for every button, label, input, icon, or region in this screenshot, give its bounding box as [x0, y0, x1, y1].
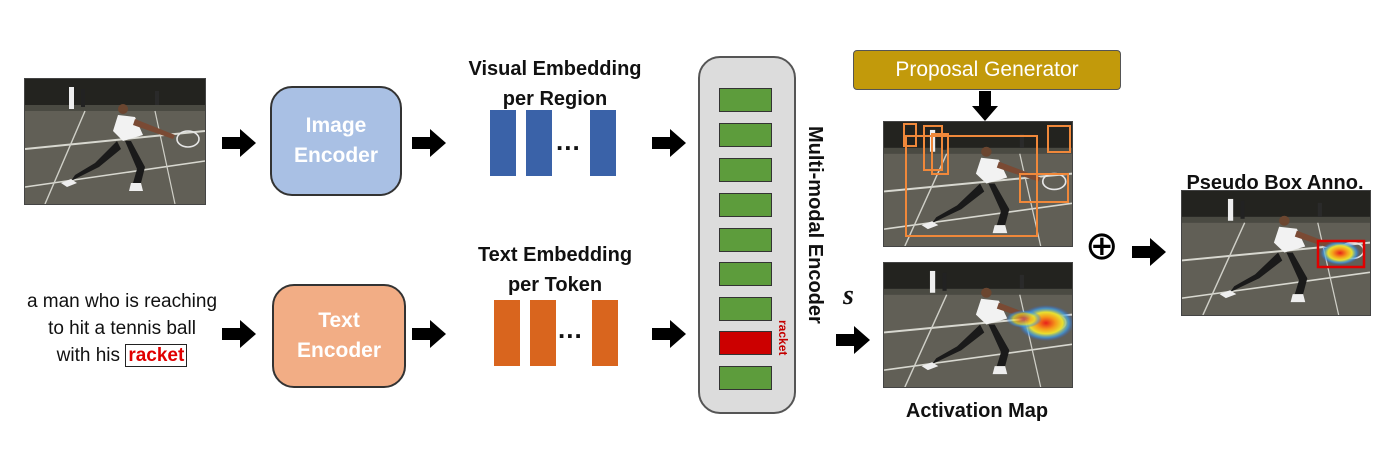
arrow-visual-embedding-to-mm: [652, 129, 686, 157]
arrow-image-to-encoder: [222, 129, 256, 157]
visual-embedding-bar: [526, 110, 552, 176]
text-embedding-ellipsis: ...: [558, 314, 583, 344]
proposal-box: [905, 135, 1038, 237]
proposal-box: [903, 123, 917, 147]
mm-racket-token-label: racket: [776, 320, 790, 356]
arrow-text-encoder-to-embedding: [412, 320, 446, 348]
proposal-image: [883, 121, 1073, 247]
caption-line2: to hit a tennis ball: [48, 318, 196, 339]
mm-token-cell: [719, 193, 772, 217]
visual-embedding-title: Visual Embedding per Region: [446, 54, 664, 114]
caption-line1: a man who is reaching: [26, 291, 218, 312]
text-embedding-title: Text Embedding per Token: [446, 240, 664, 300]
text-embedding-bar: [530, 300, 556, 366]
text-embedding-title-line1: Text Embedding: [477, 244, 633, 266]
mm-token-cell: [719, 123, 772, 147]
activation-heat-blob: [1006, 310, 1042, 328]
proposal-box: [1019, 173, 1069, 203]
text-embedding-bar: [592, 300, 618, 366]
text-encoder-box: Text Encoder: [272, 284, 406, 388]
combine-symbol: ⊕: [1085, 223, 1119, 269]
arrow-image-encoder-to-embedding: [412, 129, 446, 157]
image-encoder-box: Image Encoder: [270, 86, 402, 196]
pseudo-box: [1316, 239, 1366, 269]
mm-token-cell: [719, 88, 772, 112]
visual-embedding-title-line1: Visual Embedding: [468, 58, 642, 80]
pseudo-box-label: Pseudo Box Anno.: [1186, 172, 1364, 194]
mm-token-cell: [719, 297, 772, 321]
arrow-combine-to-pseudo-box: [1132, 238, 1166, 266]
pseudo-heat-blob: [1320, 241, 1360, 265]
arrow-proposal-down: [972, 91, 998, 121]
proposal-box: [1047, 125, 1071, 153]
caption-highlight-word: racket: [125, 344, 188, 367]
image-encoder-label-line1: Image: [305, 114, 367, 137]
text-embedding-bar: [494, 300, 520, 366]
activation-map-label: Activation Map: [905, 400, 1049, 422]
similarity-symbol: s: [843, 280, 854, 311]
visual-embedding-bar: [490, 110, 516, 176]
arrow-caption-to-encoder: [222, 320, 256, 348]
pseudo-box-image: [1181, 190, 1371, 316]
visual-embedding-title-line2: per Region: [502, 88, 608, 110]
mm-token-cell: [719, 366, 772, 390]
text-encoder-label-line1: Text: [318, 309, 360, 332]
mm-token-cell: [719, 158, 772, 182]
image-encoder-label-line2: Encoder: [293, 144, 379, 167]
arrow-mm-to-activation-map: [836, 326, 870, 354]
proposal-generator-box: Proposal Generator: [853, 50, 1121, 90]
arrow-text-embedding-to-mm: [652, 320, 686, 348]
visual-embedding-ellipsis: ...: [556, 126, 581, 156]
caption-line3-prefix: with his: [56, 345, 121, 366]
caption-text: a man who is reaching to hit a tennis ba…: [8, 288, 236, 369]
activation-map-image: [883, 262, 1073, 388]
text-encoder-label-line2: Encoder: [296, 339, 382, 362]
mm-token-cell: [719, 262, 772, 286]
mm-token-cell: [719, 228, 772, 252]
caption-line3: with his racket: [8, 342, 236, 369]
proposal-generator-label: Proposal Generator: [895, 58, 1079, 81]
input-image: [24, 78, 206, 205]
proposal-box: [931, 133, 949, 175]
text-embedding-title-line2: per Token: [507, 274, 603, 296]
multimodal-encoder-label: Multi-modal Encoder: [804, 126, 826, 324]
mm-token-cell-racket: [719, 331, 772, 355]
visual-embedding-bar: [590, 110, 616, 176]
